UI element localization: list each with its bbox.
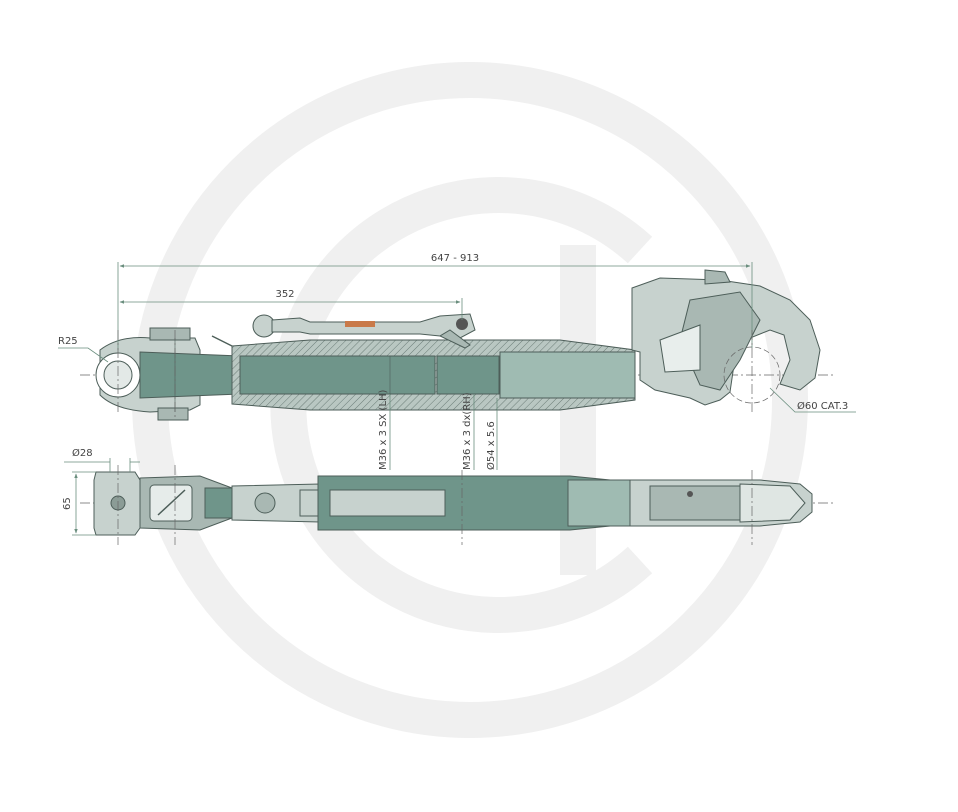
top-view: Ø28 65 — [62, 447, 835, 545]
label-tube: Ø54 x 5.6 — [485, 421, 497, 470]
dim-hook-diameter: Ø60 CAT.3 — [769, 387, 856, 413]
dim-pin-diameter: Ø28 — [64, 447, 140, 472]
side-view: 647 - 913 352 R25 Ø60 CAT.3 M36 x 3 SX (… — [58, 253, 856, 470]
label-thread-left: M36 x 3 SX (LH) — [378, 389, 389, 470]
label-thread-right: M36 x 3 dx(RH) — [462, 392, 473, 470]
label-overall-length: 647 - 913 — [431, 253, 479, 264]
label-eye-radius: R25 — [58, 336, 78, 347]
label-width: 65 — [62, 497, 73, 510]
label-pin-diameter: Ø28 — [72, 447, 93, 459]
adjusting-sleeve — [231, 339, 636, 411]
dim-handle-length: 352 — [119, 289, 463, 320]
label-handle-length: 352 — [275, 289, 294, 300]
hook-end — [631, 269, 821, 406]
dim-eye-radius: R25 — [58, 336, 109, 363]
label-hook-diameter: Ø60 CAT.3 — [797, 400, 848, 412]
adjusting-handle — [252, 313, 476, 349]
dim-width: 65 — [62, 471, 96, 536]
